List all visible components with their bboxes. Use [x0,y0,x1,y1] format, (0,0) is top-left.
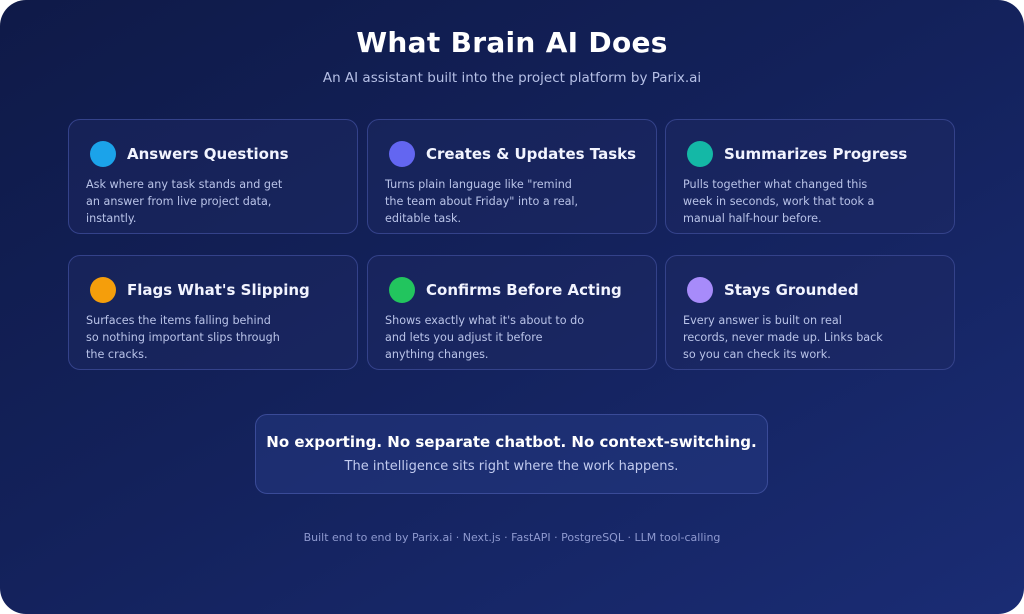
circle-icon [90,277,116,303]
feature-card-flags-slipping: Flags What's Slipping Surfaces the items… [68,255,358,370]
feature-description: Shows exactly what it's about to do and … [385,314,585,361]
feature-card-stays-grounded: Stays Grounded Every answer is built on … [665,255,955,370]
feature-description: Turns plain language like "remind the te… [385,178,579,225]
feature-title: Stays Grounded [724,281,859,299]
banner-subtitle: The intelligence sits right where the wo… [344,459,679,474]
circle-icon [90,141,116,167]
highlight-banner: No exporting. No separate chatbot. No co… [255,414,768,494]
feature-card-answers-questions: Answers Questions Ask where any task sta… [68,119,358,234]
feature-description: Surfaces the items falling behind so not… [86,314,280,361]
feature-card-creates-updates-tasks: Creates & Updates Tasks Turns plain lang… [367,119,657,234]
feature-title: Answers Questions [127,145,289,163]
feature-card-confirms-before-acting: Confirms Before Acting Shows exactly wha… [367,255,657,370]
circle-icon [389,141,415,167]
page-subtitle: An AI assistant built into the project p… [322,70,702,86]
circle-icon [687,141,713,167]
feature-title: Summarizes Progress [724,145,908,163]
circle-icon [389,277,415,303]
feature-title: Creates & Updates Tasks [426,145,637,163]
footer-credits: Built end to end by Parix.ai · Next.js ·… [303,531,721,544]
circle-icon [687,277,713,303]
page-title: What Brain AI Does [356,26,668,59]
feature-description: Ask where any task stands and get an ans… [86,178,283,225]
feature-description: Every answer is built on real records, n… [683,314,883,361]
feature-card-summarizes-progress: Summarizes Progress Pulls together what … [665,119,955,234]
feature-title: Confirms Before Acting [426,281,622,299]
banner-title: No exporting. No separate chatbot. No co… [266,433,757,451]
feature-description: Pulls together what changed this week in… [683,178,875,225]
feature-title: Flags What's Slipping [127,281,310,299]
